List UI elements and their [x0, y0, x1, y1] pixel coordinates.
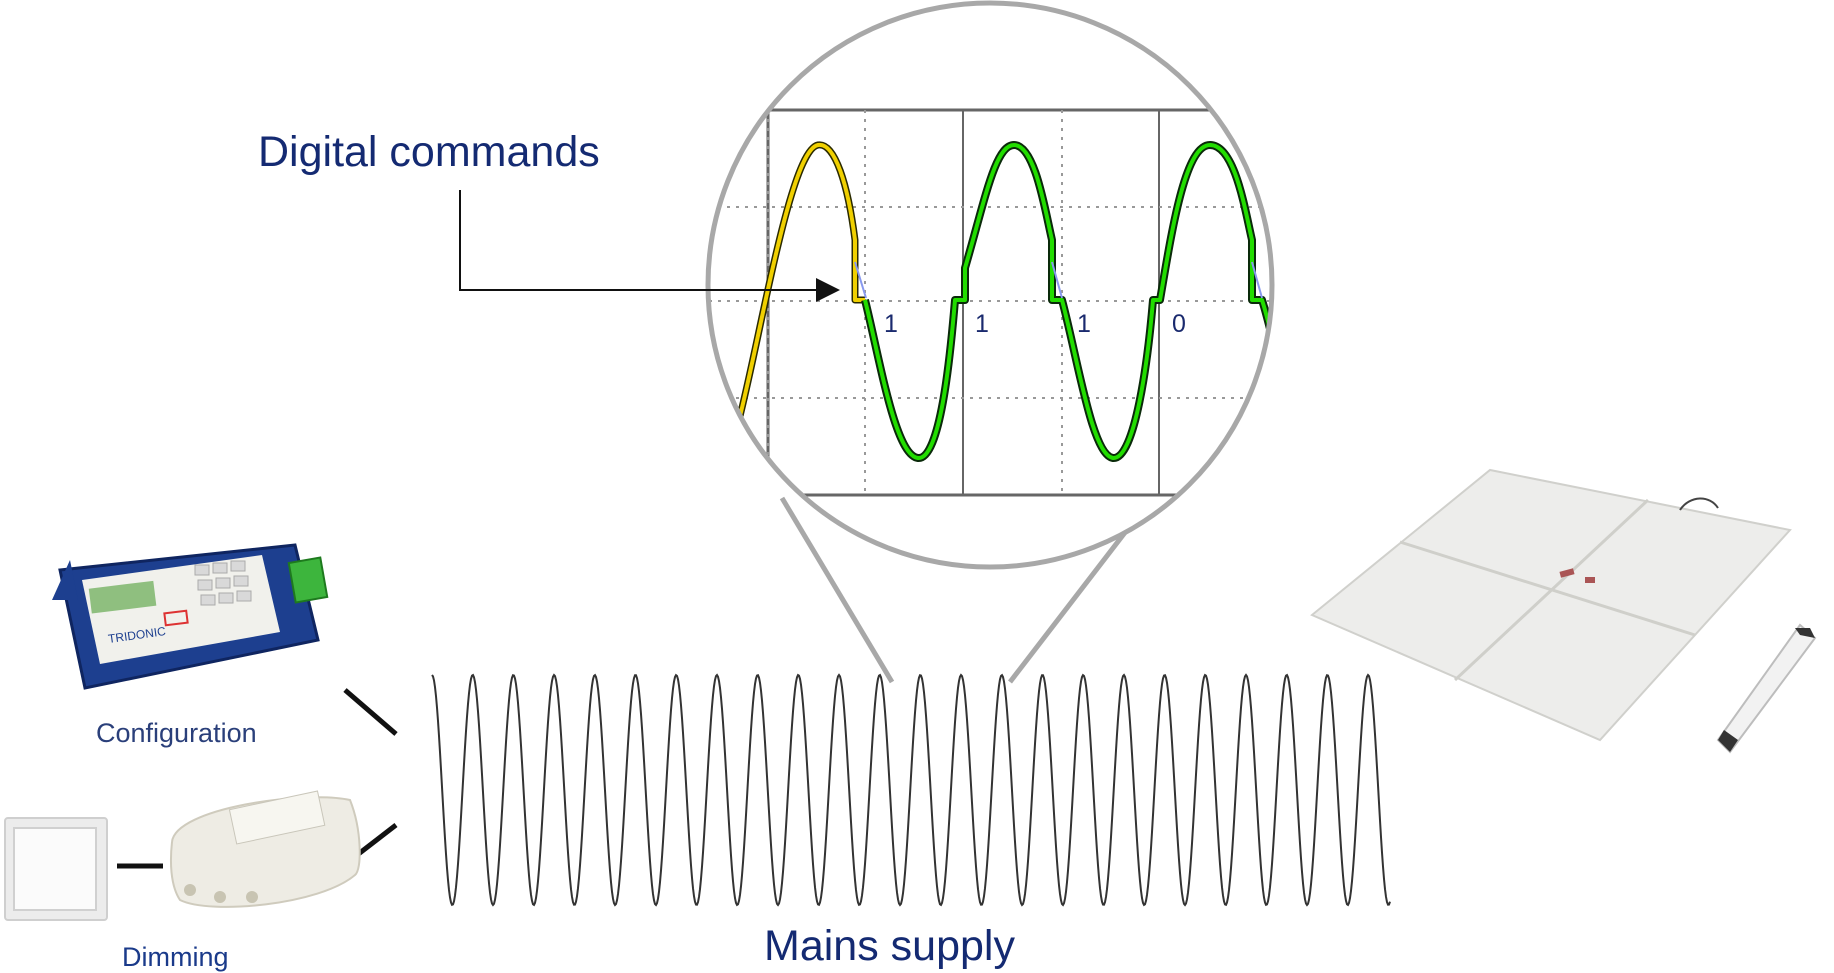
- bit-label-3: 1: [1077, 310, 1091, 338]
- dimming-controller-icon: [170, 790, 361, 908]
- digital-commands-arrow: [459, 190, 840, 302]
- dimming-label: Dimming: [122, 942, 229, 972]
- bit-label-4: 0: [1172, 310, 1186, 338]
- magnifier-rim: [705, 0, 1275, 570]
- configuration-device-icon: TRIDONIC: [52, 543, 329, 690]
- magnifier-lens: 1 1 1 0: [708, 3, 1272, 567]
- scope-grid: [708, 110, 1272, 495]
- mains-supply-label: Mains supply: [764, 922, 1015, 970]
- mains-waveform: [431, 673, 1391, 907]
- magnifier-connector-left: [779, 496, 895, 684]
- digital-commands-label: Digital commands: [258, 128, 600, 176]
- bit-label-2: 1: [975, 310, 989, 338]
- configuration-label: Configuration: [96, 718, 257, 748]
- config-connection-line: [343, 688, 398, 736]
- led-driver-icon: [1716, 623, 1817, 754]
- wall-switch-icon: [4, 817, 108, 921]
- bit-label-1: 1: [884, 310, 898, 338]
- led-panel-icon: [1310, 468, 1792, 742]
